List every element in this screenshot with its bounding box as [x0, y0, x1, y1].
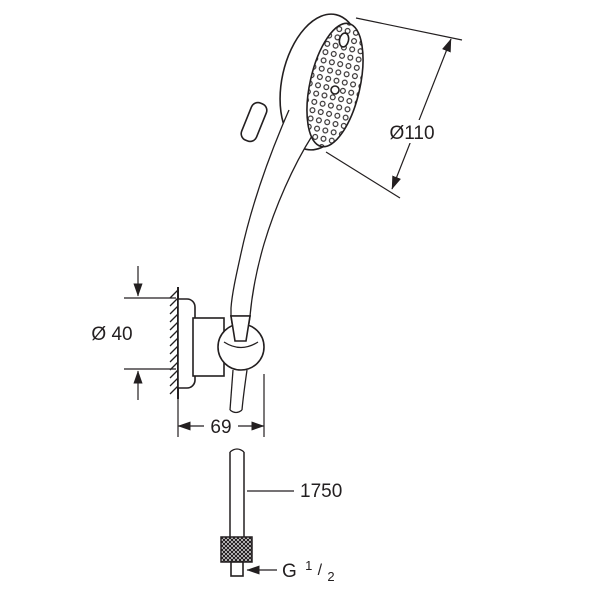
thread-denominator: 2 [327, 569, 334, 584]
spray-face-nozzles [306, 22, 364, 148]
wall-hatching [169, 289, 179, 395]
dim-line [391, 38, 452, 190]
spray-face-cap [338, 32, 350, 48]
dimension-holder-diameter: Ø 40 [91, 266, 176, 400]
spray-face-hub [330, 85, 340, 95]
handle-cone-in-collar [230, 315, 251, 342]
wall-holder [169, 287, 265, 399]
ext-line-top [355, 17, 463, 41]
shower-hose [220, 369, 253, 577]
label-mask [204, 415, 238, 436]
dimension-head-diameter: Ø110 [325, 17, 463, 199]
hose-upper-cap [229, 409, 243, 414]
handle-button [240, 101, 268, 143]
hose-lower-cap [229, 448, 245, 453]
thread-stub [230, 561, 244, 577]
handle-left-edge [230, 109, 290, 316]
wall-mount-plate [177, 298, 196, 389]
dimension-thread-size: G 1 / 2 [246, 554, 335, 584]
dimension-hose-length: 1750 [247, 481, 342, 502]
hose-upper-left [229, 369, 234, 411]
label-holder-diameter: Ø 40 [91, 324, 132, 345]
label-thread-size: G 1 / 2 [282, 554, 335, 584]
thread-prefix: G [282, 561, 297, 582]
label-hose-length: 1750 [300, 481, 342, 502]
label-mask [382, 120, 444, 143]
label-holder-offset: 69 [210, 417, 231, 438]
ext-line-bottom [325, 151, 401, 199]
handle-right-edge [249, 135, 313, 317]
handle-body [231, 110, 312, 316]
hose-connector-nut-knurling [220, 536, 253, 563]
thread-numerator: 1 [305, 558, 312, 573]
collar-rim [223, 341, 259, 349]
dimension-holder-offset: 69 [177, 374, 265, 438]
thread-separator: / [318, 562, 323, 579]
hand-shower [230, 13, 364, 342]
label-head-diameter: Ø110 [389, 123, 434, 144]
hose-upper-right [241, 369, 248, 411]
